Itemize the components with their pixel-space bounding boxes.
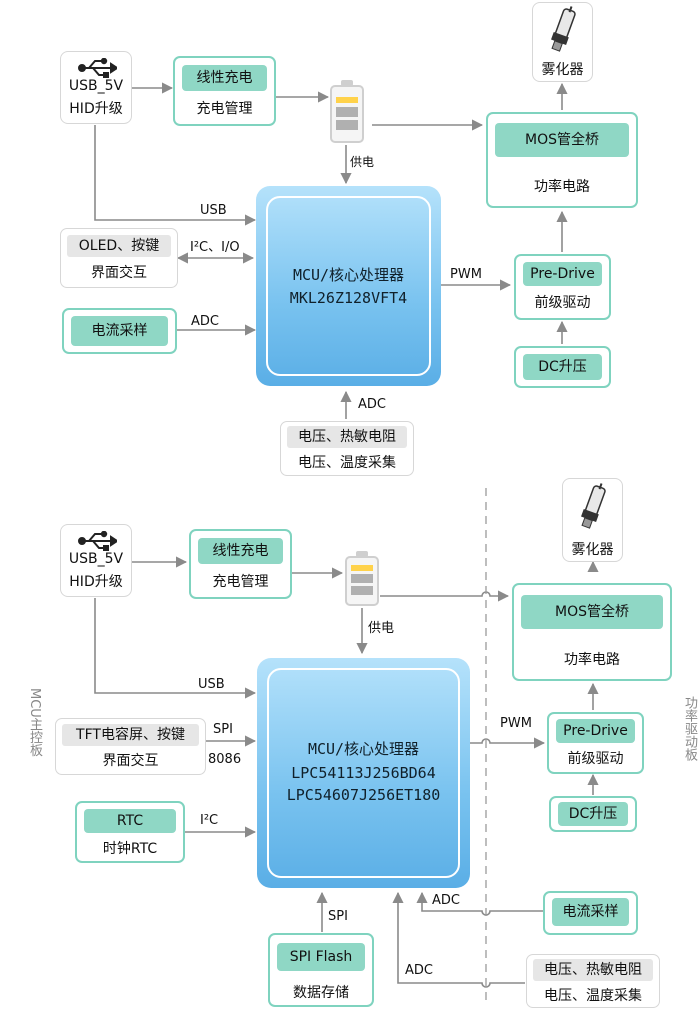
predrive-title: Pre-Drive <box>556 719 635 743</box>
atomizer-box-2: 雾化器 <box>562 478 623 562</box>
usb-label: USB_5V <box>68 78 124 94</box>
dc-boost-box: DC升压 <box>514 346 611 388</box>
rtc-sub: 时钟RTC <box>102 841 158 857</box>
sensor-title: 电压、热敏电阻 <box>533 959 653 981</box>
mos-bridge-box: MOS管全桥 功率电路 <box>486 112 638 208</box>
rtc-box: RTC 时钟RTC <box>75 801 185 863</box>
usb-label: USB_5V <box>68 551 124 567</box>
mos-title: MOS管全桥 <box>521 595 663 629</box>
mcu-name: MCU/核心处理器 <box>292 266 405 284</box>
mcu-block: MCU/核心处理器 MKL26Z128VFT4 <box>256 186 441 386</box>
adc-label: ADC <box>191 314 219 329</box>
usb-wire-label: USB <box>198 677 225 692</box>
predrive-box-2: Pre-Drive 前级驱动 <box>547 712 644 774</box>
i2c-label: I²C <box>200 813 219 828</box>
usb-icon <box>78 58 117 78</box>
current-title: 电流采样 <box>552 898 629 926</box>
spi-label-2: SPI <box>328 909 348 924</box>
pwm-label: PWM <box>500 716 532 731</box>
dc-title: DC升压 <box>523 354 602 380</box>
dc-boost-box-2: DC升压 <box>549 796 637 832</box>
mos-title: MOS管全桥 <box>495 123 629 157</box>
mos-bridge-box-2: MOS管全桥 功率电路 <box>512 583 672 681</box>
hid-upgrade-label: HID升级 <box>69 574 123 590</box>
predrive-sub: 前级驱动 <box>534 295 591 311</box>
mcu-part-1: LPC54113J256BD64 <box>291 764 436 782</box>
mcu-board-label: MCU主控板 <box>27 688 42 757</box>
adc-label-1: ADC <box>432 893 460 908</box>
pwm-label: PWM <box>450 267 482 282</box>
atomizer-label: 雾化器 <box>571 542 614 558</box>
sensor-box-2: 电压、热敏电阻 电压、温度采集 <box>526 954 660 1008</box>
spi-label: SPI <box>213 722 233 737</box>
charger-box: 线性充电 充电管理 <box>173 56 276 126</box>
usb-wire-label: USB <box>200 203 227 218</box>
current-sense-box: 电流采样 <box>62 308 177 354</box>
dc-title: DC升压 <box>558 802 628 826</box>
supply-label: 供电 <box>368 621 395 636</box>
predrive-sub: 前级驱动 <box>567 751 624 767</box>
oled-box: OLED、按键 界面交互 <box>60 228 178 288</box>
mcu-block-2: MCU/核心处理器 LPC54113J256BD64 LPC54607J256E… <box>257 658 470 888</box>
adc-bottom-label: ADC <box>358 397 386 412</box>
usb-hid-box: USB_5V HID升级 <box>60 51 132 124</box>
charger-title: 线性充电 <box>198 538 283 564</box>
flash-sub: 数据存储 <box>293 985 349 1001</box>
charger-sub: 充电管理 <box>212 574 269 590</box>
atomizer-box: 雾化器 <box>532 2 593 82</box>
oled-sub: 界面交互 <box>91 265 147 281</box>
sensor-title: 电压、热敏电阻 <box>287 426 407 448</box>
battery-icon <box>330 80 364 144</box>
mcu-name: MCU/核心处理器 <box>307 740 420 758</box>
charger-title: 线性充电 <box>182 65 267 91</box>
mos-sub: 功率电路 <box>534 179 590 195</box>
sensor-sub: 电压、温度采集 <box>544 988 642 1004</box>
atomizer-icon <box>551 6 576 52</box>
sensor-box: 电压、热敏电阻 电压、温度采集 <box>280 421 414 476</box>
atomizer-label: 雾化器 <box>541 62 584 78</box>
spi-flash-box: SPI Flash 数据存储 <box>268 933 374 1007</box>
oled-title: OLED、按键 <box>67 235 171 257</box>
charger-sub: 充电管理 <box>196 101 253 117</box>
current-title: 电流采样 <box>71 316 168 346</box>
usb-icon <box>78 531 117 551</box>
atomizer-icon <box>581 483 606 529</box>
hid-upgrade-label: HID升级 <box>69 101 123 117</box>
predrive-box: Pre-Drive 前级驱动 <box>514 254 611 320</box>
tft-sub: 界面交互 <box>102 753 159 769</box>
power-board-label: 功率驱动板 <box>682 696 697 761</box>
i2c-io-label: I²C、I/O <box>190 240 240 255</box>
predrive-title: Pre-Drive <box>523 262 602 286</box>
current-sense-box-2: 电流采样 <box>543 891 638 935</box>
adc-label-2: ADC <box>405 963 433 978</box>
usb-hid-box-2: USB_5V HID升级 <box>60 524 132 597</box>
rtc-title: RTC <box>84 809 176 833</box>
tft-title: TFT电容屏、按键 <box>62 724 199 746</box>
tft-box: TFT电容屏、按键 界面交互 <box>55 718 206 775</box>
supply-label: 供电 <box>350 155 375 169</box>
flash-title: SPI Flash <box>277 943 365 971</box>
bus-8086-label: 8086 <box>208 752 242 767</box>
battery-icon <box>345 551 379 607</box>
charger-box-2: 线性充电 充电管理 <box>189 529 292 599</box>
mcu-part-2: LPC54607J256ET180 <box>286 786 441 804</box>
sensor-sub: 电压、温度采集 <box>298 455 396 471</box>
mos-sub: 功率电路 <box>564 652 620 668</box>
mcu-part: MKL26Z128VFT4 <box>289 289 408 307</box>
